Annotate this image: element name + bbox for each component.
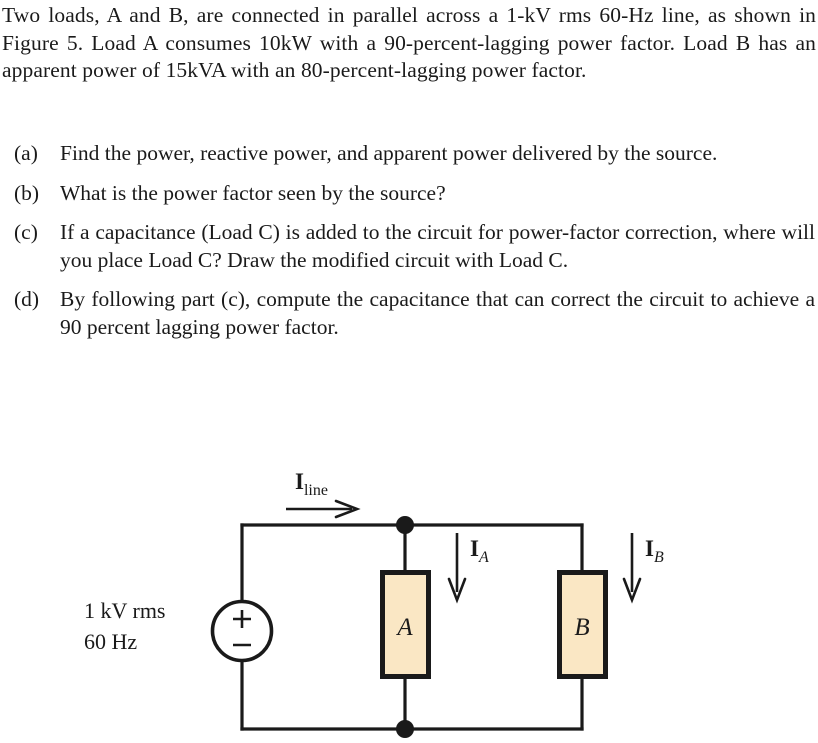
current-label-a: IA (470, 536, 489, 566)
current-subscript-b: B (654, 549, 664, 566)
question-marker-d: (d) (14, 287, 40, 311)
load-box-a (380, 570, 431, 679)
question-text-c: If a capacitance (Load C) is added to th… (60, 220, 815, 272)
node-dot-top (396, 516, 414, 534)
question-marker-b: (b) (14, 180, 40, 205)
current-arrow-a (447, 533, 467, 604)
question-text-d: By following part (c), compute the capac… (60, 287, 815, 339)
question-text-b: What is the power factor seen by the sou… (60, 180, 446, 205)
source-voltage-label: 1 kV rms (84, 598, 166, 623)
circuit-schematic: A B Iline IA IB (210, 469, 664, 738)
question-list: (a) Find the power, reactive power, and … (0, 140, 818, 353)
question-marker-a: (a) (14, 141, 38, 165)
node-dot-bottom (396, 720, 414, 738)
question-item-b: (b) What is the power factor seen by the… (0, 180, 818, 208)
current-label-line: Iline (295, 469, 328, 499)
question-marker-c: (c) (14, 220, 38, 244)
problem-statement: Two loads, A and B, are connected in par… (2, 3, 816, 82)
load-label-a: A (395, 614, 413, 641)
question-item-c: (c) If a capacitance (Load C) is added t… (0, 219, 818, 274)
question-item-d: (d) By following part (c), compute the c… (0, 286, 818, 341)
voltage-source-symbol (210, 599, 274, 663)
current-arrow-line (286, 499, 361, 519)
source-plus-icon (233, 610, 251, 628)
current-arrow-b (622, 533, 642, 604)
load-label-b: B (574, 614, 589, 641)
question-text-a: Find the power, reactive power, and appa… (60, 141, 718, 165)
question-item-a: (a) Find the power, reactive power, and … (0, 140, 818, 168)
circuit-figure: 1 kV rms 60 Hz (0, 432, 818, 743)
current-label-b: IB (645, 536, 664, 566)
load-box-b (557, 570, 608, 679)
source-frequency-label: 60 Hz (84, 629, 138, 654)
current-subscript-a: A (478, 549, 489, 566)
current-subscript-line: line (304, 482, 328, 499)
